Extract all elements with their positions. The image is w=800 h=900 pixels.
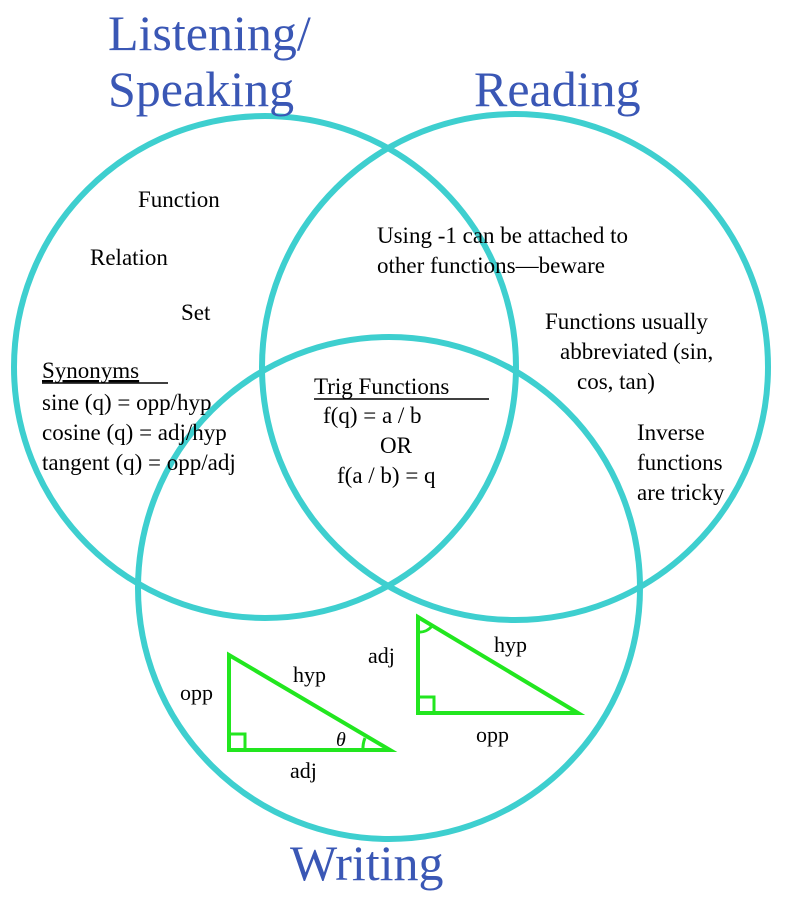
reading-note-8: are tricky	[637, 480, 725, 505]
reading-note-1: Using -1 can be attached to	[377, 223, 628, 248]
reading-note-7: functions	[637, 450, 723, 475]
triangle1-adj-label: adj	[290, 758, 317, 783]
center-line-3: f(a / b) = q	[337, 463, 436, 488]
reading-note-6: Inverse	[637, 420, 705, 445]
right-triangle-2	[416, 613, 586, 715]
reading-note-3: Functions usually	[545, 309, 708, 334]
term-function: Function	[138, 187, 220, 212]
angle-arc-1	[361, 737, 367, 751]
synonyms-heading: Synonyms	[42, 358, 139, 383]
angle-arc-2	[417, 624, 434, 634]
title-reading: Reading	[474, 61, 641, 117]
right-angle-marker-1	[229, 732, 247, 750]
triangle2-hyp-label: hyp	[494, 632, 527, 657]
triangle2-adj-label: adj	[368, 643, 395, 668]
right-angle-marker-2	[418, 695, 436, 713]
reading-note-2: other functions—beware	[377, 253, 605, 278]
reading-note-5: cos, tan)	[577, 369, 655, 394]
term-relation: Relation	[90, 245, 168, 270]
reading-note-4: abbreviated (sin,	[560, 339, 713, 364]
reading-circle	[259, 111, 771, 623]
synonym-sine: sine (q) = opp/hyp	[42, 390, 211, 415]
triangle1-opp-label: opp	[180, 680, 213, 705]
title-listening-line1: Listening/	[108, 5, 311, 61]
synonym-tangent: tangent (q) = opp/adj	[42, 450, 236, 475]
triangle1-hyp-label: hyp	[293, 662, 326, 687]
term-set: Set	[181, 300, 211, 325]
synonym-cosine: cosine (q) = adj/hyp	[42, 420, 227, 445]
title-writing: Writing	[290, 835, 444, 891]
center-heading: Trig Functions	[314, 374, 449, 399]
right-triangle-1	[227, 651, 398, 752]
triangle1-theta-label: θ	[336, 729, 346, 751]
center-line-1: f(q) = a / b	[323, 403, 422, 428]
listening-speaking-circle	[11, 113, 519, 621]
writing-circle	[135, 334, 643, 842]
title-listening-line2: Speaking	[108, 61, 294, 117]
triangle2-opp-label: opp	[476, 722, 509, 747]
center-line-2: OR	[380, 433, 413, 458]
